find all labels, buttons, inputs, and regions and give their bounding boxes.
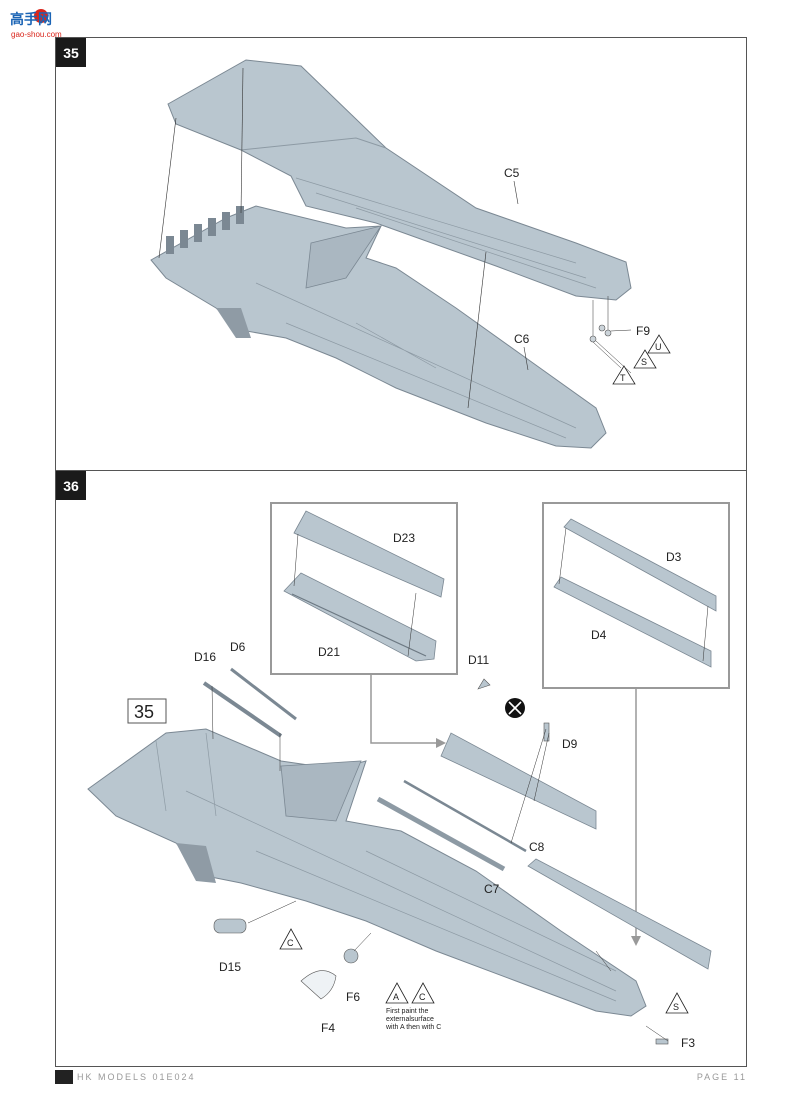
label-d21: D21 (318, 645, 340, 659)
label-c5: C5 (504, 166, 520, 180)
small-part-f6 (343, 948, 359, 964)
label-d3: D3 (666, 550, 682, 564)
step-number: 36 (56, 471, 86, 500)
label-f6: F6 (346, 990, 360, 1004)
footer-page-number: PAGE 11 (696, 1072, 747, 1082)
label-d23: D23 (393, 531, 415, 545)
color-callout-u (647, 334, 671, 354)
small-part-d9 (543, 722, 550, 742)
brand-logo-icon (55, 1070, 73, 1084)
label-f4: F4 (321, 1021, 335, 1035)
color-callout-t (612, 365, 636, 385)
color-callout-s (633, 349, 657, 369)
color-callout-c-left (279, 928, 303, 950)
color-code-c-left: C (287, 938, 294, 948)
label-f3: F3 (681, 1036, 695, 1050)
label-f9: F9 (636, 324, 650, 338)
label-d4: D4 (591, 628, 607, 642)
step-36-illustration: D23 D21 D3 D4 35 (87, 502, 730, 1050)
label-c8: C8 (529, 840, 545, 854)
label-c6: C6 (514, 332, 530, 346)
aileron-part-d4 (553, 576, 712, 668)
flap-assembly (440, 732, 597, 830)
aileron-part-d3 (563, 518, 717, 612)
color-callout-s (665, 992, 689, 1014)
label-d11: D11 (468, 653, 489, 667)
watermark-logo: 高手网 gao-shou.com (10, 9, 62, 39)
step-35-panel: 35 C5 C6 F9 U S (55, 37, 747, 471)
color-callout-c-right (411, 982, 435, 1004)
label-d6: D6 (230, 640, 246, 654)
small-part-f4 (300, 970, 337, 1000)
color-code-s: S (641, 357, 647, 367)
aileron-assembly (527, 858, 712, 970)
color-callout-a (385, 982, 409, 1004)
small-part-f3 (655, 1038, 669, 1045)
strip-part-d6 (230, 667, 297, 721)
color-code-s: S (673, 1002, 679, 1012)
color-code-c-right: C (419, 992, 426, 1002)
color-code-u: U (655, 342, 662, 352)
small-part-d15 (213, 918, 247, 934)
label-d16: D16 (194, 650, 216, 664)
label-d9: D9 (562, 737, 578, 751)
watermark-text: 高手网 (10, 11, 52, 28)
paint-note-line-1: First paint the (386, 1008, 429, 1015)
step-number: 35 (56, 38, 86, 67)
lower-wing-part (150, 205, 607, 449)
reference-step-box (127, 698, 167, 724)
label-c7: C7 (484, 882, 500, 896)
strip-part-c7 (376, 796, 506, 872)
small-part-d11 (477, 678, 491, 690)
paint-note-line-2: externalsurface (386, 1016, 434, 1023)
color-code-t: T (620, 373, 626, 383)
page-footer: HK MODELS 01E024 PAGE 11 (55, 1069, 747, 1087)
label-d15: D15 (219, 960, 241, 974)
upper-wing-part (167, 59, 632, 301)
flap-part-d21 (283, 572, 437, 662)
step-35-illustration: C5 C6 F9 U S T (150, 59, 671, 449)
reference-step-number: 35 (134, 702, 154, 722)
paint-note-line-3: with A then with C (385, 1024, 441, 1031)
strip-part-d16 (202, 681, 283, 738)
watermark-mascot-icon (34, 9, 48, 23)
footer-brand: HK MODELS 01E024 (77, 1072, 196, 1082)
step-36-panel: 36 D23 D21 D3 D4 35 (55, 470, 747, 1067)
flap-part-d23 (293, 510, 445, 598)
watermark-url: gao-shou.com (11, 30, 62, 39)
strip-part-c8 (403, 779, 527, 853)
color-code-a: A (393, 992, 399, 1002)
